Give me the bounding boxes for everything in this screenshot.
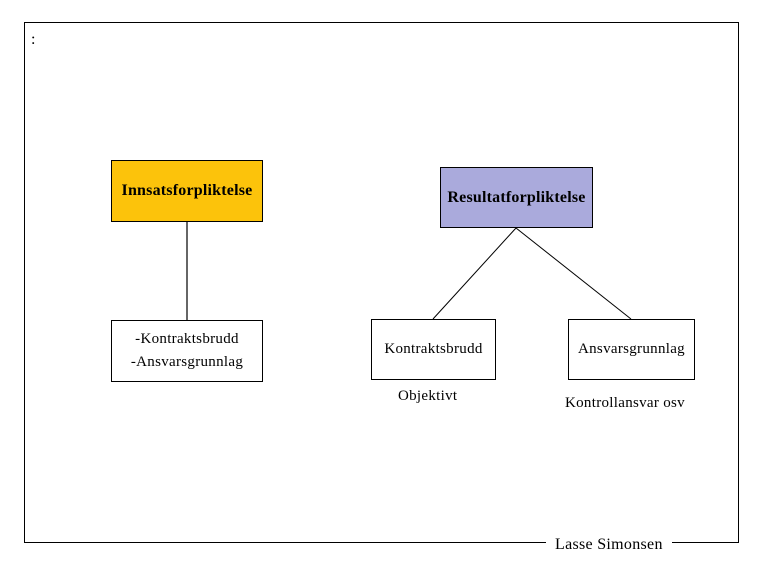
note-kontrollansvar: Kontrollansvar osv (565, 395, 685, 411)
note-objektivt: Objektivt (398, 388, 458, 404)
node-ansvarsgrunnlag-label: Ansvarsgrunnlag (578, 341, 685, 357)
node-resultatforpliktelse-label: Resultatforpliktelse (447, 188, 586, 206)
slide-border-frame (24, 22, 739, 543)
node-ansvarsgrunnlag: Ansvarsgrunnlag (568, 319, 695, 380)
node-resultatforpliktelse: Resultatforpliktelse (440, 167, 593, 228)
node-innsatsforpliktelse-label: Innsatsforpliktelse (121, 182, 253, 199)
node-innsats-child-line2: -Ansvarsgrunnlag (130, 354, 244, 370)
node-kontraktsbrudd: Kontraktsbrudd (371, 319, 496, 380)
node-innsatsforpliktelse: Innsatsforpliktelse (111, 160, 263, 222)
node-innsats-child: -Kontraktsbrudd -Ansvarsgrunnlag (111, 320, 263, 382)
node-kontraktsbrudd-label: Kontraktsbrudd (384, 341, 483, 357)
title-placeholder-colon: : (31, 31, 36, 48)
footer-author: Lasse Simonsen (546, 536, 672, 554)
node-innsats-child-line1: -Kontraktsbrudd (135, 331, 239, 347)
